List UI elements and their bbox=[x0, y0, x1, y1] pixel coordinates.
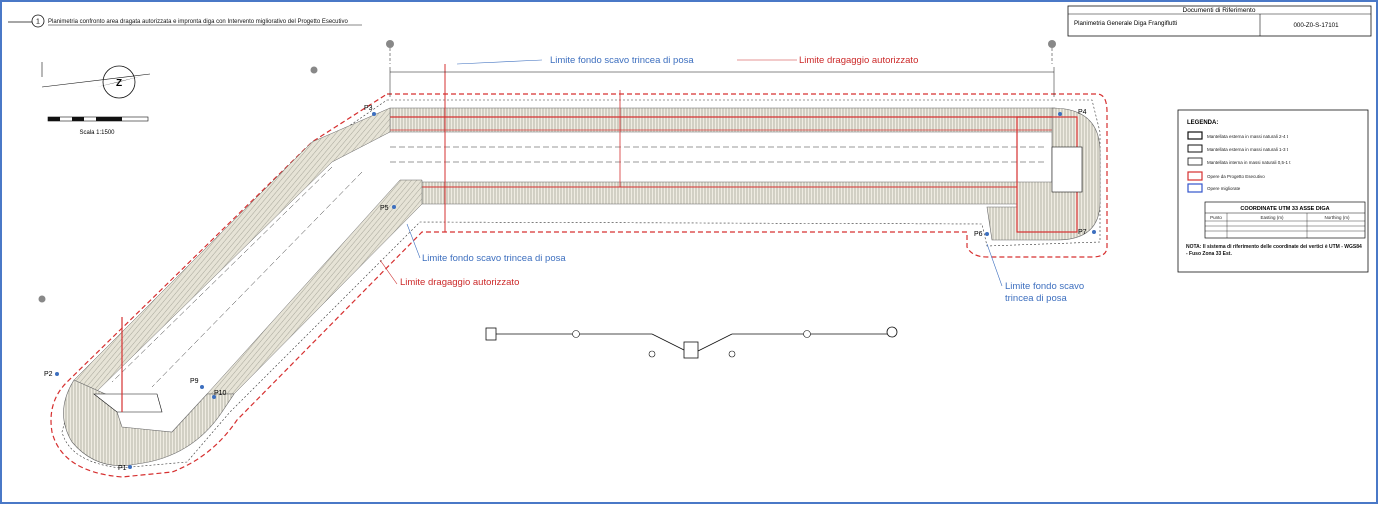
point-label: P10 bbox=[214, 390, 227, 397]
point-label: P9 bbox=[190, 378, 199, 385]
legend-item: Mantellata esterna in massi naturali 2-4… bbox=[1207, 134, 1289, 139]
drawing-title-block: 1 Planimetria confronto area dragata aut… bbox=[8, 14, 362, 28]
point-label: P6 bbox=[974, 231, 983, 238]
berm-top bbox=[389, 107, 1056, 133]
reference-doc-title: Planimetria Generale Diga Frangiflutti bbox=[1074, 20, 1177, 27]
legend-note: NOTA: Il sistema di riferimento delle co… bbox=[1186, 244, 1362, 257]
trench-limit-outline bbox=[61, 99, 1101, 469]
coordinate-table-header: Easting (m) bbox=[1260, 215, 1284, 220]
dredging-limit-outline bbox=[50, 93, 1108, 478]
legend-item: Mantellata esterna in massi naturali 1-3… bbox=[1207, 147, 1289, 152]
north-arrow: Z bbox=[41, 62, 151, 99]
limite-fondo-mid: Limite fondo scavo trincea di posa bbox=[422, 253, 566, 264]
point-label: P4 bbox=[1078, 109, 1087, 116]
callouts: Limite fondo scavo trincea di posa Limit… bbox=[379, 55, 1084, 304]
berm-bottom bbox=[406, 181, 1018, 205]
point-label: P1 bbox=[118, 465, 127, 472]
view-number-circle bbox=[31, 14, 45, 28]
key-plan bbox=[485, 326, 898, 359]
reference-box: Documenti di Riferimento Planimetria Gen… bbox=[1067, 5, 1372, 37]
coordinate-table-title: COORDINATE UTM 33 ASSE DIGA bbox=[1240, 206, 1329, 212]
svg-text:Z: Z bbox=[116, 78, 122, 89]
limite-dragaggio-mid: Limite dragaggio autorizzato bbox=[400, 277, 519, 288]
vertex-points: P3 P4 P5 P6 P7 P2 P1 P9 P10 bbox=[44, 105, 1096, 472]
limite-fondo-right-1: Limite fondo scavo bbox=[1005, 281, 1084, 292]
point-label: P5 bbox=[380, 205, 389, 212]
grid-markers bbox=[38, 40, 1056, 303]
head-right bbox=[986, 107, 1101, 241]
coordinate-table-header: Northing (m) bbox=[1324, 215, 1350, 220]
view-number: 1 bbox=[36, 19, 40, 26]
legend-item: Opere migliorate bbox=[1207, 186, 1241, 191]
limite-fondo-right-2: trincea di posa bbox=[1005, 293, 1068, 304]
point-label: P2 bbox=[44, 371, 53, 378]
legend-title: LEGENDA: bbox=[1187, 120, 1218, 126]
berm-diagonal-inner bbox=[206, 179, 423, 395]
point-label: P7 bbox=[1078, 229, 1087, 236]
point-label: P3 bbox=[364, 105, 373, 112]
drawing-title: Planimetria confronto area dragata autor… bbox=[48, 19, 348, 25]
legend-box: LEGENDA: Mantellata esterna in massi nat… bbox=[1177, 109, 1369, 273]
legend-item: Mantellata interna in massi naturali 0,5… bbox=[1207, 160, 1291, 165]
scale-bar: Scala 1:1500 bbox=[47, 116, 149, 136]
coordinate-table-header: Punto bbox=[1210, 215, 1222, 220]
scale-label: Scala 1:1500 bbox=[79, 130, 115, 136]
limite-dragaggio-top: Limite dragaggio autorizzato bbox=[799, 55, 918, 66]
reference-doc-code: 000-Z0-S-17101 bbox=[1293, 22, 1339, 29]
limite-fondo-top: Limite fondo scavo trincea di posa bbox=[550, 55, 694, 66]
legend-item: Opere da Progetto Esecutivo bbox=[1207, 174, 1265, 179]
reference-heading: Documenti di Riferimento bbox=[1183, 7, 1256, 14]
